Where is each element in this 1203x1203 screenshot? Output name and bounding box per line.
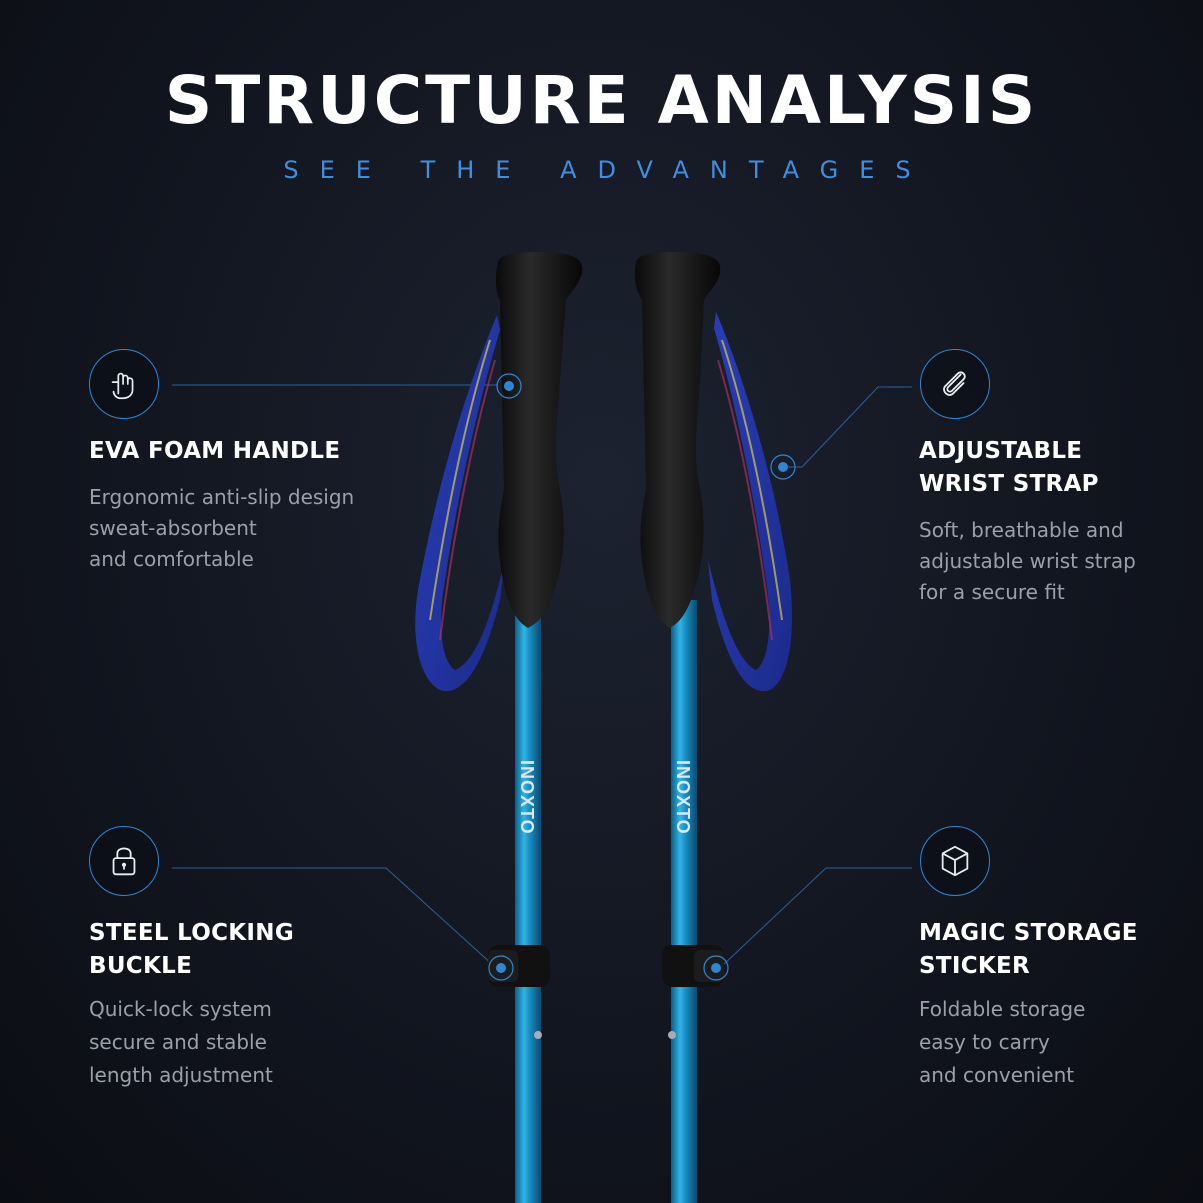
feature-title-line: BUCKLE — [89, 953, 193, 979]
feature-title-line: STEEL LOCKING — [89, 920, 295, 946]
feature-description: Ergonomic anti-slip design sweat-absorbe… — [89, 482, 389, 575]
feature-desc-line: Quick-lock system — [89, 997, 272, 1021]
right-pole-brand-label: INOXTO — [673, 760, 693, 835]
feature-eva-foam-handle: EVA FOAM HANDLE Ergonomic anti-slip desi… — [89, 435, 389, 575]
right-pole — [634, 252, 792, 1203]
left-wrist-strap — [415, 315, 505, 692]
feature-title: MAGIC STORAGE STICKER — [919, 917, 1189, 983]
feature-desc-line: Foldable storage — [919, 997, 1086, 1021]
storage-icon-badge — [920, 826, 990, 896]
right-wrist-strap — [708, 312, 792, 692]
feature-title: STEEL LOCKING BUCKLE — [89, 917, 389, 983]
page-subtitle: SEE THE ADVANTAGES — [283, 156, 932, 184]
feature-desc-line: easy to carry — [919, 1030, 1050, 1054]
feature-description: Quick-lock system secure and stable leng… — [89, 993, 389, 1092]
callout-dots — [488, 373, 796, 981]
feature-desc-line: adjustable wrist strap — [919, 549, 1136, 573]
feature-desc-line: for a secure fit — [919, 580, 1065, 604]
feature-steel-locking-buckle: STEEL LOCKING BUCKLE Quick-lock system s… — [89, 917, 389, 1092]
feature-adjustable-wrist-strap: ADJUSTABLE WRIST STRAP Soft, breathable … — [919, 435, 1189, 608]
feature-desc-line: and comfortable — [89, 547, 254, 571]
left-pole-shaft — [515, 600, 541, 1203]
feature-desc-line: length adjustment — [89, 1063, 273, 1087]
paperclip-icon — [943, 371, 966, 396]
feature-title-line: MAGIC STORAGE — [919, 920, 1138, 946]
handle-icon-badge — [89, 349, 159, 419]
right-foam-grip — [634, 252, 721, 628]
feature-description: Soft, breathable and adjustable wrist st… — [919, 515, 1189, 608]
feature-desc-line: sweat-absorbent — [89, 516, 257, 540]
callout-lines — [172, 384, 912, 967]
left-pole-brand-label: INOXTO — [517, 760, 537, 835]
feature-desc-line: Ergonomic anti-slip design — [89, 485, 355, 509]
left-foam-grip — [496, 252, 583, 628]
right-pole-shaft — [671, 600, 697, 1203]
feature-title: EVA FOAM HANDLE — [89, 438, 341, 464]
feature-title-line: ADJUSTABLE — [919, 438, 1083, 464]
feature-title: ADJUSTABLE WRIST STRAP — [919, 435, 1189, 501]
cube-icon — [941, 845, 969, 877]
page-title: STRUCTURE ANALYSIS — [164, 62, 1039, 139]
feature-desc-line: Soft, breathable and — [919, 518, 1124, 542]
feature-description: Foldable storage easy to carry and conve… — [919, 993, 1189, 1092]
feature-title-line: STICKER — [919, 953, 1031, 979]
left-pole — [415, 252, 583, 1203]
feature-desc-line: and convenient — [919, 1063, 1075, 1087]
feature-magic-storage-sticker: MAGIC STORAGE STICKER Foldable storage e… — [919, 917, 1189, 1092]
strap-icon-badge — [920, 349, 990, 419]
lock-icon — [112, 847, 136, 876]
buckle-icon-badge — [89, 826, 159, 896]
hand-grip-icon — [111, 372, 134, 400]
feature-title-line: WRIST STRAP — [919, 471, 1099, 497]
feature-desc-line: secure and stable — [89, 1030, 267, 1054]
